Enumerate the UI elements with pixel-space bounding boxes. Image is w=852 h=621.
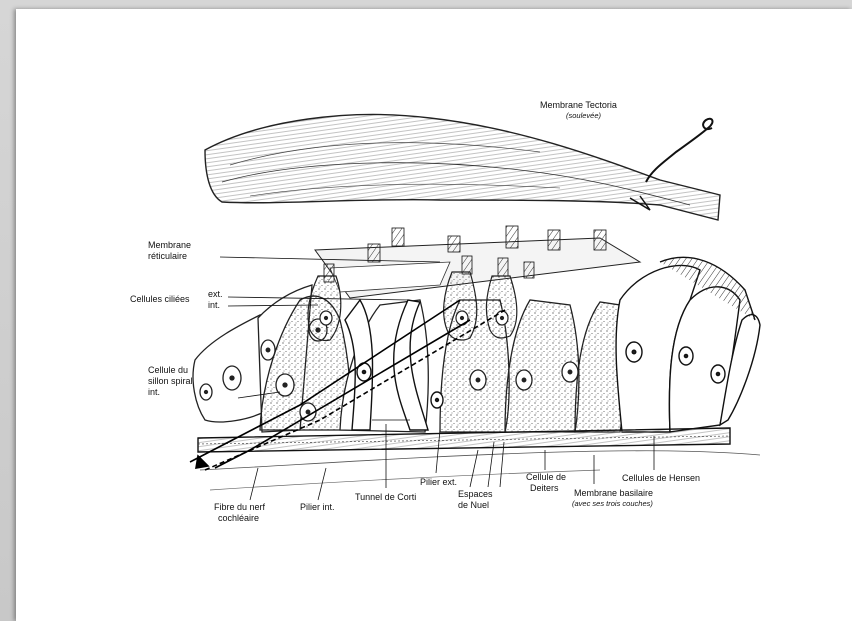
label-fibre-line2: cochléaire	[218, 513, 259, 523]
label-cellules-hensen: Cellules de Hensen	[622, 473, 700, 483]
label-basilaire-note: (avec ses trois couches)	[572, 499, 653, 508]
hensen-cells	[616, 257, 760, 432]
label-ciliees-ext: ext.	[208, 289, 223, 299]
label-sillon-line3: int.	[148, 387, 160, 397]
label-espaces-line2: de Nuel	[458, 500, 489, 510]
label-sillon-line2: sillon spiral	[148, 376, 193, 386]
label-reticulaire-line2: réticulaire	[148, 251, 187, 261]
label-espaces-line1: Espaces	[458, 489, 493, 499]
label-pilier-ext: Pilier ext.	[420, 477, 457, 487]
label-deiters-line2: Deiters	[530, 483, 559, 493]
tectorial-membrane	[205, 115, 720, 220]
label-tunnel-corti: Tunnel de Corti	[355, 492, 416, 502]
reticular-membrane	[315, 226, 640, 298]
label-fibre-line1: Fibre du nerf	[214, 502, 266, 512]
label-sillon-line1: Cellule du	[148, 365, 188, 375]
label-pilier-int: Pilier int.	[300, 502, 335, 512]
label-reticulaire-line1: Membrane	[148, 240, 191, 250]
label-membrane-tectoria: Membrane Tectoria	[540, 100, 617, 110]
label-membrane-basilaire: Membrane basilaire	[574, 488, 653, 498]
label-tectoria-note: (soulevée)	[566, 111, 602, 120]
label-cellules-ciliees: Cellules ciliées	[130, 294, 190, 304]
label-ciliees-int: int.	[208, 300, 220, 310]
label-deiters-line1: Cellule de	[526, 472, 566, 482]
